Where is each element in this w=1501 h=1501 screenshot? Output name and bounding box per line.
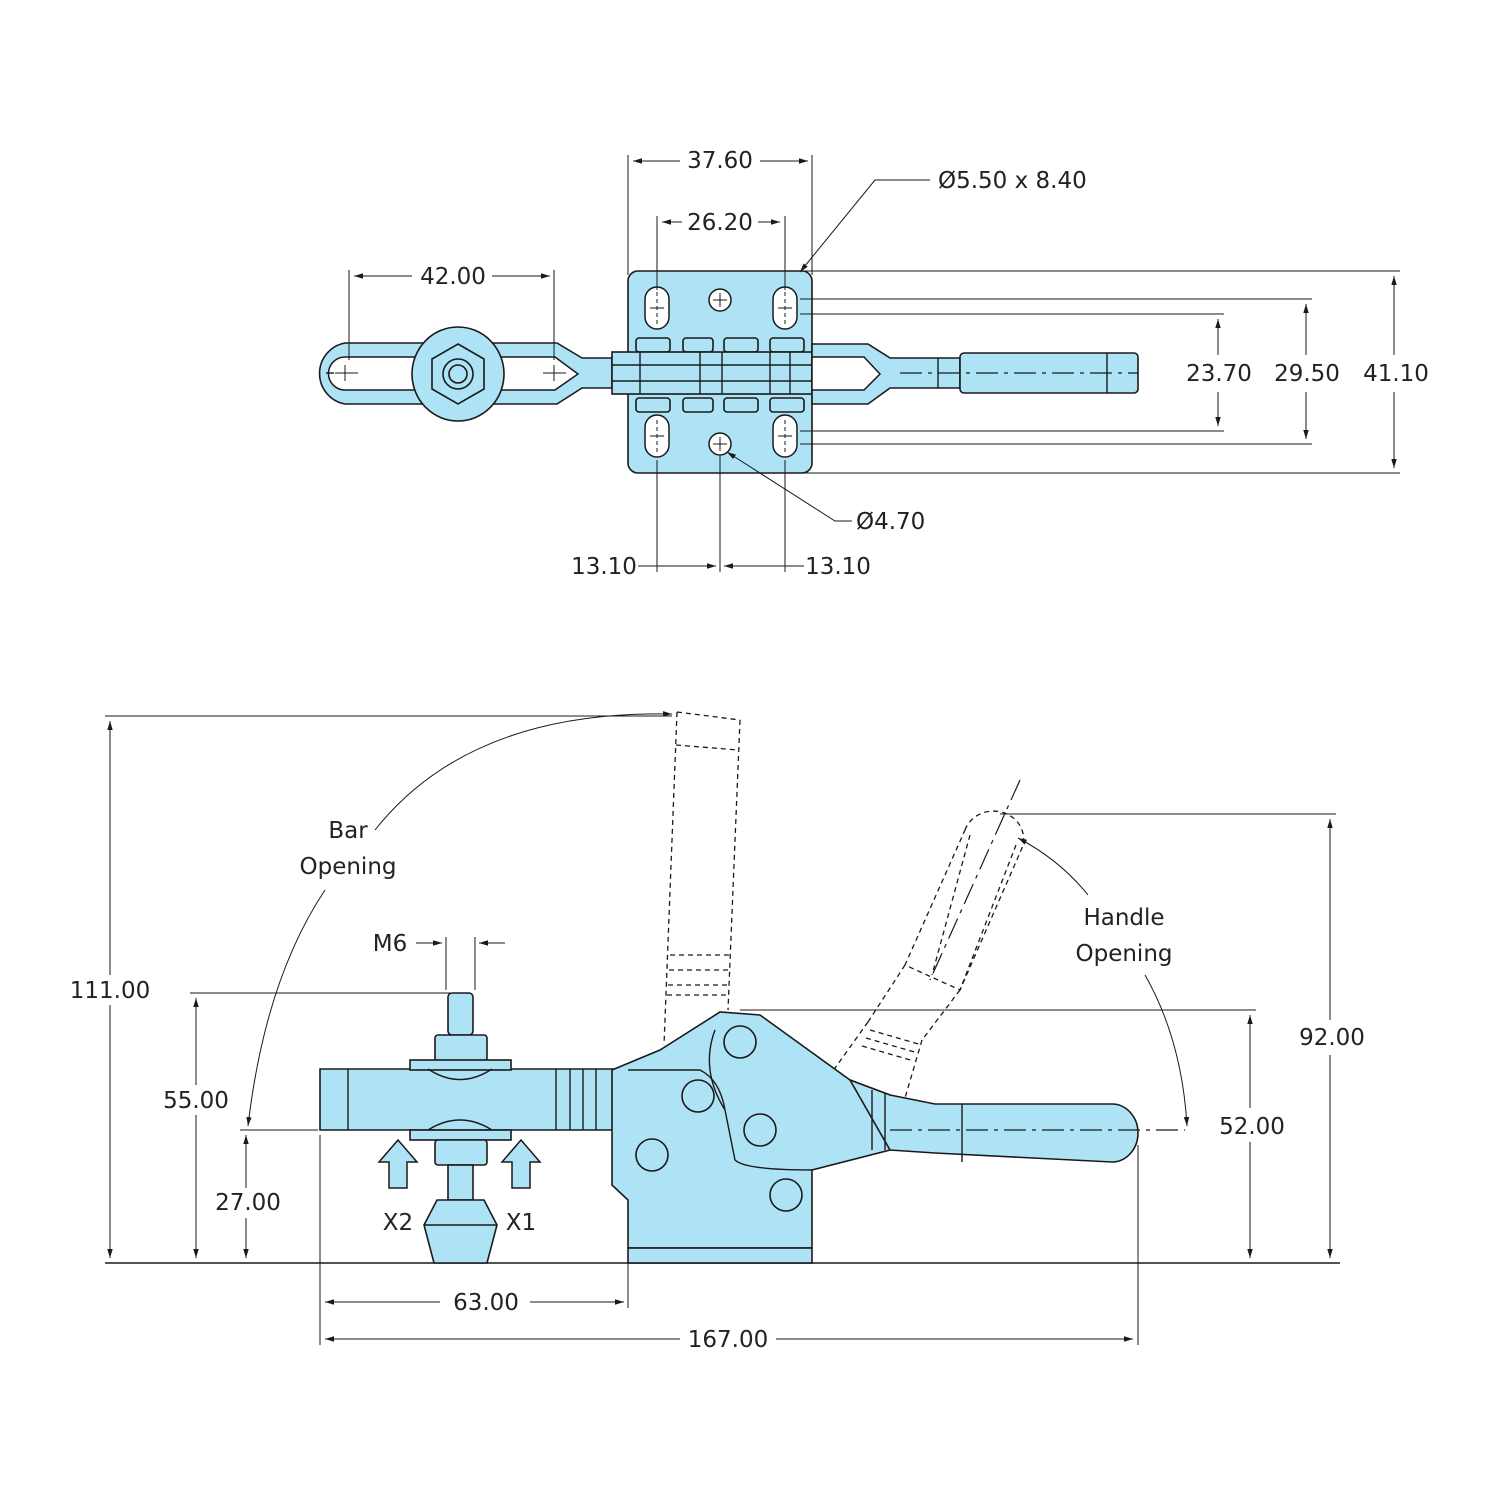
handle-open-centerline — [929, 779, 1021, 981]
dim-small-hole: Ø4.70 — [856, 509, 925, 535]
hinge-block — [635, 337, 671, 353]
label-x2: X2 — [383, 1210, 413, 1236]
hinge-block — [682, 397, 714, 413]
top-view: 37.60 26.20 42.00 Ø5.50 x 8.40 41.10 29.… — [318, 148, 1429, 580]
dim-body-height: 52.00 — [1219, 1114, 1285, 1140]
handle-closed — [848, 1078, 1139, 1163]
label-handle-opening-2: Opening — [1076, 941, 1173, 967]
spindle-shaft — [447, 1164, 474, 1201]
side-view: X2 X1 111.00 55.00 27.00 — [70, 711, 1365, 1353]
handle-open-phantom — [829, 810, 1025, 1099]
spindle-end — [448, 364, 468, 384]
pivot-pin — [743, 1113, 777, 1147]
dim-inner-height: 23.70 — [1186, 361, 1252, 387]
dim-spindle-reach: 63.00 — [453, 1290, 519, 1316]
dim-total-height: 111.00 — [70, 978, 150, 1004]
dim-handle-open-height: 92.00 — [1299, 1025, 1365, 1051]
label-x1: X1 — [506, 1210, 536, 1236]
dim-right-offset: 13.10 — [805, 554, 871, 580]
dim-slot-hole: Ø5.50 x 8.40 — [938, 168, 1087, 194]
spindle-nut-top — [434, 1034, 488, 1062]
base-foot — [627, 1247, 813, 1264]
pivot-pin — [769, 1178, 803, 1212]
hinge-block — [723, 337, 759, 353]
hinge-block — [769, 337, 805, 353]
dim-total-length: 167.00 — [688, 1327, 768, 1353]
bar-open-phantom — [663, 711, 741, 1046]
spindle-nut-bottom — [434, 1139, 488, 1166]
label-bar-opening-1: Bar — [328, 818, 368, 844]
handle-fork-slot — [811, 356, 882, 391]
hinge-block — [769, 397, 805, 413]
pivot-pin — [635, 1138, 669, 1172]
dim-slot-spacing: 26.20 — [687, 210, 753, 236]
spindle-top — [447, 992, 474, 1036]
dim-spindle-height: 55.00 — [163, 1088, 229, 1114]
label-thread: M6 — [373, 931, 407, 957]
hinge-block — [682, 337, 714, 353]
dim-base-height: 41.10 — [1363, 361, 1429, 387]
hinge-block — [723, 397, 759, 413]
label-bar-opening-2: Opening — [300, 854, 397, 880]
dim-mid-height: 29.50 — [1274, 361, 1340, 387]
label-handle-opening-1: Handle — [1083, 905, 1164, 931]
washer-bottom — [409, 1129, 512, 1141]
dim-bar-height: 27.00 — [215, 1190, 281, 1216]
dim-base-width: 37.60 — [687, 148, 753, 174]
dim-bar-slot: 42.00 — [420, 264, 486, 290]
spindle-pad — [423, 1199, 498, 1264]
x1-arrow — [500, 1138, 542, 1189]
hinge-block — [635, 397, 671, 413]
pivot-pin — [723, 1025, 757, 1059]
hole-center-marks — [650, 292, 792, 452]
washer-top — [409, 1059, 512, 1071]
pivot-pin — [681, 1079, 715, 1113]
x2-arrow — [377, 1138, 419, 1189]
linkage — [611, 351, 813, 395]
dim-left-offset: 13.10 — [571, 554, 637, 580]
